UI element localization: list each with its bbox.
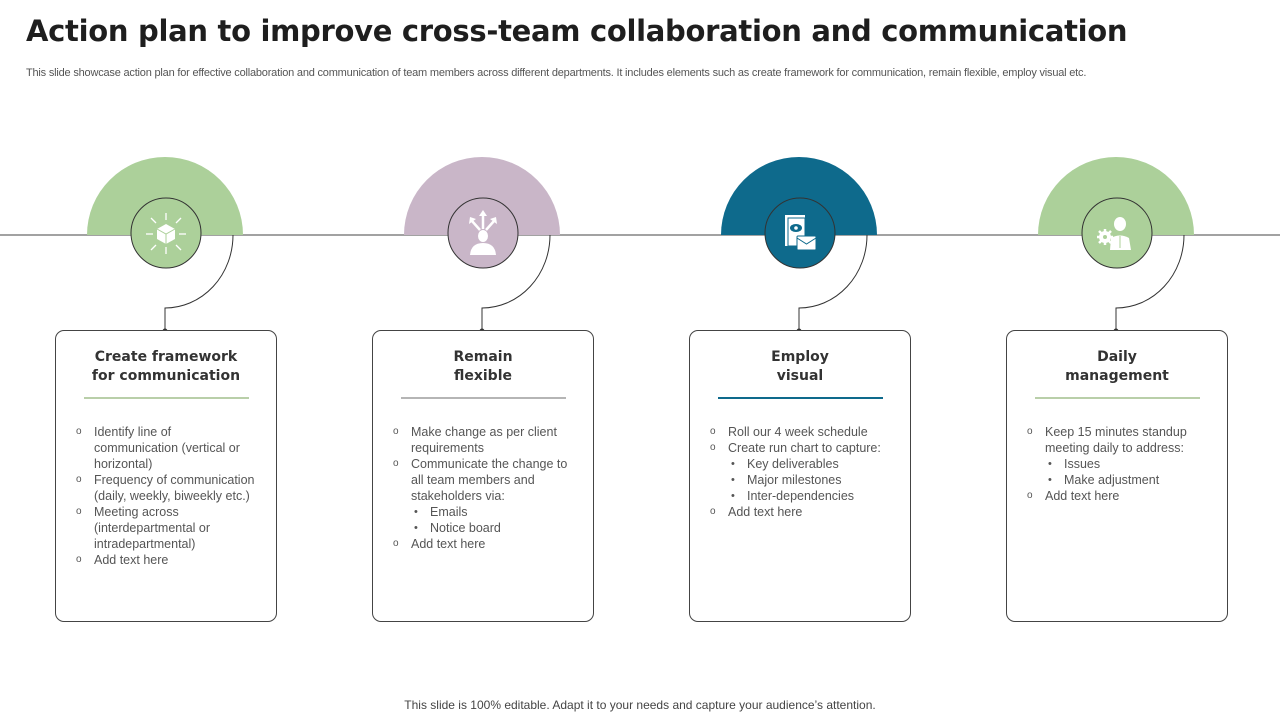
list-item: Identify line of communication (vertical…	[76, 424, 256, 472]
list-item: Key deliverables	[710, 456, 890, 472]
connector-1	[164, 234, 234, 331]
list-item: Add text here	[1027, 488, 1207, 504]
list-item: Emails	[393, 504, 573, 520]
card-divider	[718, 397, 883, 399]
list-item: Add text here	[710, 504, 890, 520]
semicircle-1	[87, 157, 243, 235]
connector-3	[798, 234, 868, 331]
list-item: Add text here	[76, 552, 256, 568]
list-item: Meeting across (interdepartmental or int…	[76, 504, 256, 552]
card-title: Create framework for communication	[56, 348, 276, 386]
card-title-line: visual	[776, 368, 824, 384]
list-item: Add text here	[393, 536, 573, 552]
list-item: Make change as per client requirements	[393, 424, 573, 456]
card-divider	[84, 397, 249, 399]
list-item: Inter-dependencies	[710, 488, 890, 504]
step-card: Remain flexibleMake change as per client …	[372, 330, 594, 622]
card-title-line: management	[1065, 368, 1169, 384]
connector-2	[481, 234, 551, 331]
card-title-line: Daily	[1097, 349, 1137, 365]
card-list: Keep 15 minutes standup meeting daily to…	[1027, 424, 1207, 504]
list-item: Make adjustment	[1027, 472, 1207, 488]
card-title: Daily management	[1007, 348, 1227, 386]
list-item: Major milestones	[710, 472, 890, 488]
list-item: Roll our 4 week schedule	[710, 424, 890, 440]
card-list: Roll our 4 week scheduleCreate run chart…	[710, 424, 890, 520]
semicircle-4	[1038, 157, 1194, 235]
semicircle-2	[404, 157, 560, 235]
connector-4	[1115, 234, 1185, 331]
card-divider	[1035, 397, 1200, 399]
list-item: Keep 15 minutes standup meeting daily to…	[1027, 424, 1207, 456]
card-title-line: Employ	[771, 349, 829, 365]
document-eye-briefcase-icon	[785, 215, 817, 251]
footer-note: This slide is 100% editable. Adapt it to…	[404, 698, 876, 712]
page-subtitle: This slide showcase action plan for effe…	[26, 67, 1087, 79]
list-item: Issues	[1027, 456, 1207, 472]
card-divider	[401, 397, 566, 399]
card-title-line: flexible	[453, 368, 513, 384]
businessman-gear-icon	[1097, 217, 1131, 250]
step-card: Daily managementKeep 15 minutes standup m…	[1006, 330, 1228, 622]
card-list: Identify line of communication (vertical…	[76, 424, 256, 568]
list-item: Create run chart to capture:	[710, 440, 890, 456]
card-list: Make change as per client requirementsCo…	[393, 424, 573, 552]
icon-circle-4	[1081, 197, 1153, 269]
cube-network-icon	[146, 213, 186, 254]
card-title: Remain flexible	[373, 348, 593, 386]
page-title: Action plan to improve cross-team collab…	[26, 14, 1128, 48]
card-title-line: Remain	[453, 349, 513, 365]
step-card: Employ visualRoll our 4 week scheduleCrea…	[689, 330, 911, 622]
card-title: Employ visual	[690, 348, 910, 386]
list-item: Notice board	[393, 520, 573, 536]
list-item: Frequency of communication (daily, weekl…	[76, 472, 256, 504]
card-title-line: for communication	[91, 368, 241, 384]
semicircle-3	[721, 157, 877, 235]
timeline-decoration	[0, 157, 1280, 334]
step-card: Create framework for communicationIdentif…	[55, 330, 277, 622]
person-arrows-icon	[469, 210, 497, 255]
list-item: Communicate the change to all team membe…	[393, 456, 573, 504]
card-title-line: Create framework	[94, 349, 238, 365]
